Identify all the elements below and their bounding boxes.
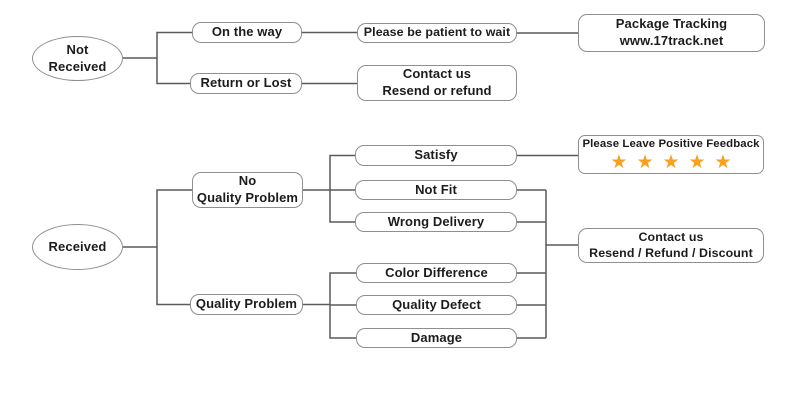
- node-label: Received: [48, 238, 107, 254]
- node-label: Not: [66, 41, 89, 57]
- node-label: Damage: [410, 329, 463, 345]
- node-label: Color Difference: [385, 264, 488, 280]
- node-be-patient: Please be patient to wait: [357, 23, 517, 43]
- node-quality-defect: Quality Defect: [356, 295, 517, 315]
- node-label: Quality Problem: [196, 190, 299, 205]
- node-label: No: [238, 173, 257, 189]
- node-label: Satisfy: [414, 147, 458, 163]
- node-contact-resend-refund: Contact us Resend or refund: [357, 65, 517, 101]
- node-label: Contact us: [638, 229, 704, 244]
- node-on-the-way: On the way: [192, 22, 302, 43]
- node-label: Resend or refund: [382, 83, 492, 98]
- edge-merge-to-contact-discount: [517, 189, 578, 339]
- node-label: Package Tracking: [615, 16, 728, 32]
- node-received: Received: [32, 224, 123, 270]
- edge-received-branch: [123, 189, 192, 306]
- node-label: On the way: [211, 24, 283, 40]
- node-label: Not Fit: [415, 181, 457, 197]
- node-label: Quality Problem: [195, 296, 298, 312]
- node-label: Resend / Refund / Discount: [589, 245, 753, 260]
- node-label: Received: [48, 58, 107, 74]
- edge-no-quality-fanout: [303, 154, 355, 223]
- node-return-or-lost: Return or Lost: [190, 73, 302, 94]
- node-label: Wrong Delivery: [387, 213, 485, 229]
- edge-quality-fanout: [303, 272, 356, 339]
- node-no-quality-problem: No Quality Problem: [192, 172, 303, 208]
- node-contact-resend-refund-discount: Contact us Resend / Refund / Discount: [578, 228, 764, 263]
- five-star-rating-icon: ★★★★★: [610, 150, 741, 173]
- node-not-fit: Not Fit: [355, 180, 517, 200]
- node-positive-feedback: Please Leave Positive Feedback ★★★★★: [578, 135, 764, 174]
- node-label: Please be patient to wait: [363, 25, 511, 40]
- node-quality-problem: Quality Problem: [190, 294, 303, 315]
- node-label: Contact us: [402, 66, 472, 82]
- node-label: Return or Lost: [200, 75, 292, 91]
- node-label: Please Leave Positive Feedback: [582, 138, 760, 151]
- node-satisfy: Satisfy: [355, 145, 517, 166]
- edge-not-received-branch: [123, 31, 192, 85]
- node-label: Quality Defect: [392, 296, 481, 312]
- tracking-url: www.17track.net: [619, 33, 724, 48]
- node-color-difference: Color Difference: [356, 263, 517, 283]
- node-package-tracking: Package Tracking www.17track.net: [578, 14, 765, 52]
- node-wrong-delivery: Wrong Delivery: [355, 212, 517, 232]
- node-not-received: Not Received: [32, 36, 123, 81]
- node-damage: Damage: [356, 328, 517, 348]
